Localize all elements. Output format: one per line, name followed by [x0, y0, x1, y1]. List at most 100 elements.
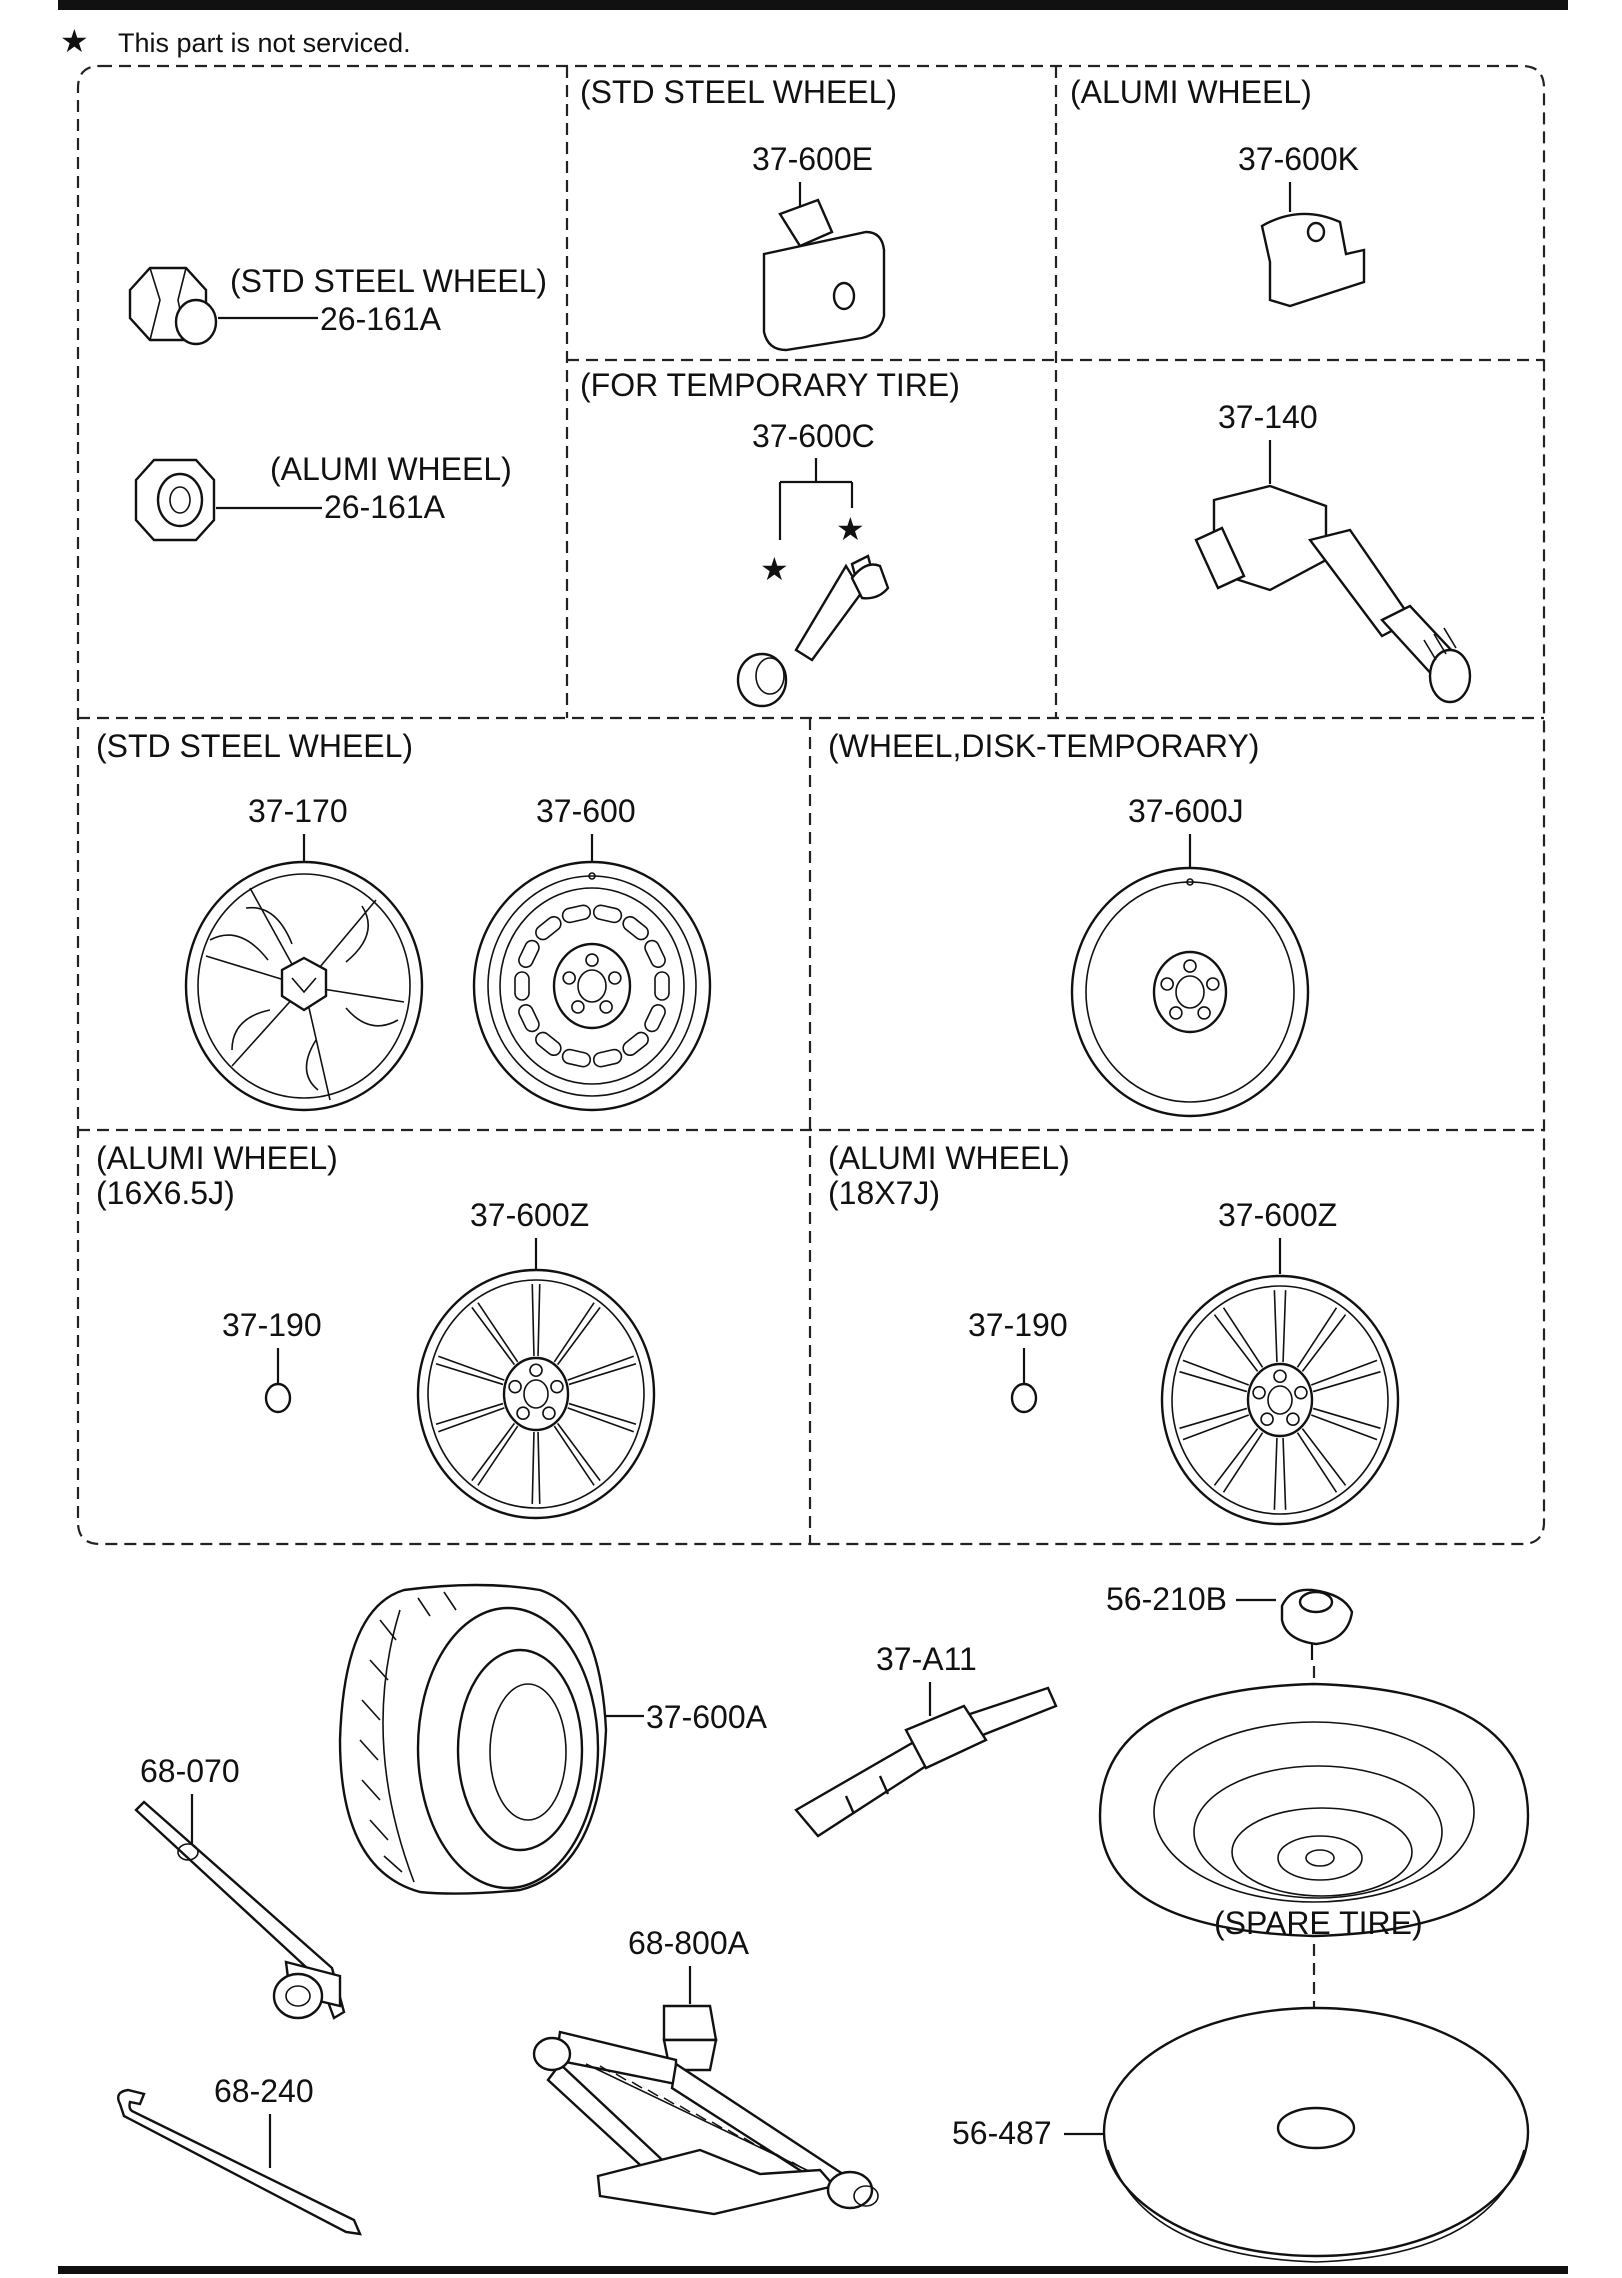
legend: ★ This part is not serviced.	[60, 23, 411, 59]
wheel-cover	[184, 860, 424, 1112]
temporary-wheel	[1070, 866, 1310, 1118]
part-37-600Z-18: 37-600Z	[1218, 1197, 1337, 1233]
wheel-spoke	[1296, 1428, 1347, 1493]
lug-stud	[571, 1000, 585, 1014]
alumi18-size: (18X7J)	[828, 1175, 940, 1211]
tie-down-strap	[794, 1686, 1058, 1838]
lug-stud	[516, 1406, 530, 1421]
lug-stud	[1183, 959, 1197, 973]
wheel-spoke	[1179, 1407, 1250, 1441]
part-37-A11: 37-A11	[876, 1641, 977, 1677]
alumi18-caption: (ALUMI WHEEL)	[828, 1140, 1070, 1176]
lug-stud	[529, 1363, 543, 1378]
valve-alumi-caption: (ALUMI WHEEL)	[1070, 74, 1312, 110]
part-37-190-16: 37-190	[222, 1307, 322, 1343]
center-cap-16	[264, 1382, 292, 1414]
wheel-vent-slot	[518, 939, 540, 968]
outer-frame	[76, 64, 1546, 1546]
panel-valve-steel: (STD STEEL WHEEL) 37-600E	[580, 74, 897, 352]
wheel-vent-slot	[592, 1048, 623, 1068]
wheel-spoke	[567, 1402, 637, 1433]
frame-dividers	[78, 66, 1544, 1544]
wheel-spoke	[531, 1431, 541, 1504]
lug-stud	[1206, 977, 1220, 991]
valve-cap-alumi	[1260, 212, 1366, 308]
temp-wheel-caption: (WHEEL,DISK-TEMPORARY)	[828, 728, 1259, 764]
wheel-vent-slot	[518, 1004, 540, 1033]
part-37-600K: 37-600K	[1238, 141, 1359, 177]
wheel-spoke	[1179, 1359, 1250, 1393]
steel-wheel	[472, 860, 712, 1112]
lug-stud	[508, 1379, 522, 1394]
alumi-wheel-nut	[134, 458, 216, 542]
wheel-spoke	[1213, 1428, 1264, 1493]
wheel-spoke	[1310, 1407, 1381, 1441]
wheel-spoke	[1273, 1437, 1287, 1510]
part-37-140: 37-140	[1218, 399, 1318, 435]
lug-stud	[550, 1379, 564, 1394]
alumi16-size: (16X6.5J)	[96, 1175, 235, 1211]
spare-tire-tray	[1102, 2006, 1530, 2263]
alumi16-caption: (ALUMI WHEEL)	[96, 1140, 338, 1176]
wheel-spoke	[435, 1402, 505, 1433]
steel-wheel-caption: (STD STEEL WHEEL)	[96, 728, 413, 764]
lug-stud	[585, 953, 599, 967]
wheel-vent-slot	[535, 1031, 562, 1057]
lug-stud	[1197, 1006, 1211, 1020]
bottom-rule	[58, 2266, 1568, 2274]
spare-tire-caption: (SPARE TIRE)	[1214, 1905, 1423, 1941]
wheel-spoke	[1310, 1359, 1381, 1393]
wheel-vent-slot	[561, 904, 592, 924]
wheel-vent-slot	[644, 939, 666, 968]
panel-sensor: 37-140	[1194, 399, 1472, 704]
wheel-spoke	[435, 1355, 505, 1386]
wheel-vent-slot	[535, 915, 562, 941]
panel-alumi-16: (ALUMI WHEEL) (16X6.5J) 37-600Z 37-190	[96, 1140, 656, 1520]
panel-valve-alumi: (ALUMI WHEEL) 37-600K	[1070, 74, 1366, 308]
jack-handle	[117, 2088, 362, 2236]
part-37-600Z-16: 37-600Z	[470, 1197, 589, 1233]
part-37-600C: 37-600C	[752, 418, 875, 454]
panel-steel-wheel: (STD STEEL WHEEL) 37-170 37-600	[96, 728, 712, 1112]
wheel-spoke	[1296, 1307, 1347, 1372]
lug-wrench	[134, 1800, 346, 2020]
wheel-spoke	[471, 1302, 519, 1366]
panel-alumi-18: (ALUMI WHEEL) (18X7J) 37-600Z 37-190	[828, 1140, 1400, 1526]
valve-cap-temp	[850, 563, 890, 600]
wheel-spoke	[553, 1302, 601, 1366]
steel-wheel-nut	[128, 266, 218, 346]
lug-stud	[1286, 1412, 1300, 1427]
tire	[338, 1583, 608, 1895]
wheel-vent-slot	[622, 1031, 649, 1057]
wheel-vent-slot	[592, 904, 623, 924]
lug-stud	[599, 1000, 613, 1014]
wheel-vent-slot	[644, 1004, 666, 1033]
wheel-vent-slot	[622, 915, 649, 941]
wheel-vent-slot	[654, 971, 670, 1001]
top-rule	[58, 0, 1568, 10]
part-68-240: 68-240	[214, 2073, 314, 2109]
lug-stud	[542, 1406, 556, 1421]
part-37-600E: 37-600E	[752, 141, 873, 177]
part-56-210B: 56-210B	[1106, 1581, 1227, 1617]
part-68-800A: 68-800A	[628, 1925, 750, 1961]
alumi-wheel-18	[1160, 1274, 1400, 1526]
valve-steel-caption: (STD STEEL WHEEL)	[580, 74, 897, 110]
wheel-vent-slot	[514, 971, 530, 1001]
wheel-spoke	[567, 1355, 637, 1386]
lug-stud	[1294, 1385, 1308, 1400]
valve-temp-caption: (FOR TEMPORARY TIRE)	[580, 367, 960, 403]
part-26-161A-alumi: 26-161A	[324, 489, 446, 525]
panel-valve-temp: (FOR TEMPORARY TIRE) 37-600C ★ ★	[580, 367, 960, 708]
part-37-170: 37-170	[248, 793, 348, 829]
panel-temp-wheel: (WHEEL,DISK-TEMPORARY) 37-600J	[828, 728, 1310, 1118]
spare-tire	[1098, 1682, 1530, 1938]
lug-stud	[1169, 1006, 1183, 1020]
valve-cap-steel	[762, 198, 886, 352]
center-cap-18	[1010, 1382, 1038, 1414]
part-68-070: 68-070	[140, 1753, 240, 1789]
wheel-spoke	[1273, 1290, 1287, 1363]
spare-tire-holder-bolt	[1280, 1588, 1354, 1660]
wheel-spoke	[553, 1422, 601, 1486]
wheel-spoke	[1213, 1307, 1264, 1372]
